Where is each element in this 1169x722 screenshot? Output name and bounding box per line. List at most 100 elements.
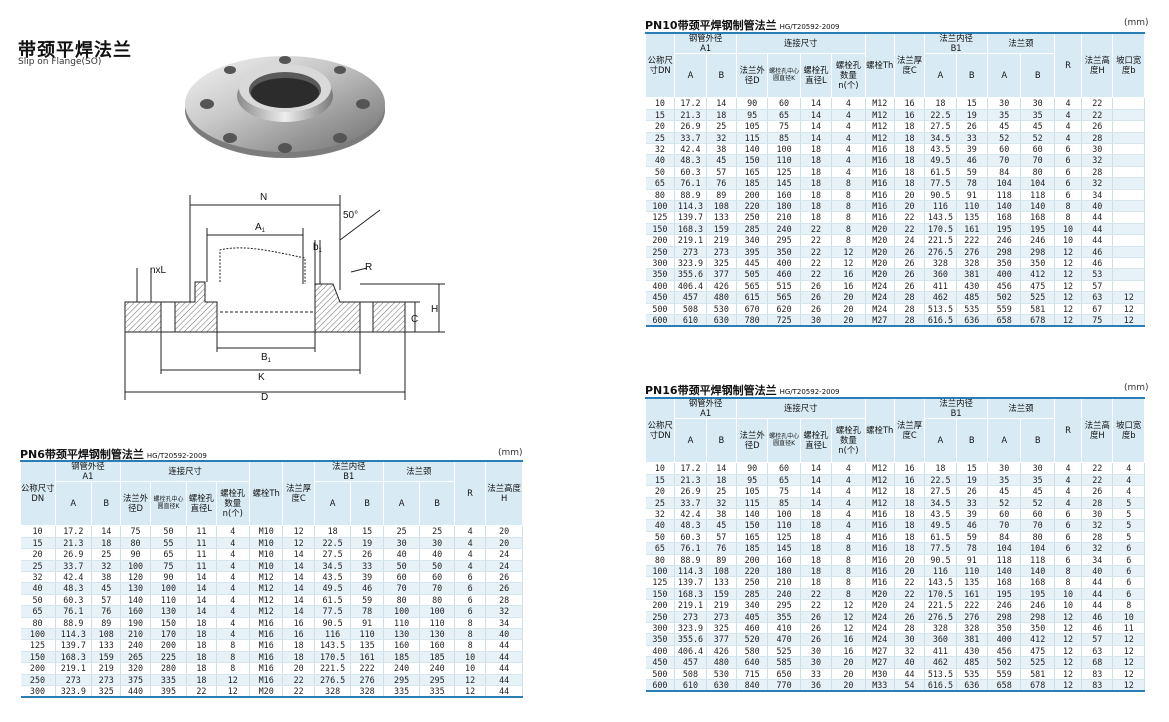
table-cell: 4 bbox=[1054, 497, 1083, 509]
table-cell: 89 bbox=[91, 617, 122, 629]
table-cell: 8 bbox=[216, 639, 250, 652]
table-cell: 581 bbox=[1020, 303, 1055, 316]
table-cell: 513.5 bbox=[924, 668, 957, 681]
table-cell: 26 bbox=[800, 611, 833, 624]
table-cell: 4 bbox=[454, 548, 487, 561]
table-cell: 225 bbox=[150, 651, 188, 664]
table-cell: 328 bbox=[350, 685, 384, 699]
col-bolt-num: 螺栓孔数量n(个) bbox=[831, 53, 866, 99]
table-cell: 32 bbox=[706, 497, 737, 509]
table-cell: 25 bbox=[645, 497, 676, 509]
table-cell: 6 bbox=[454, 571, 487, 584]
table-cell: 4 bbox=[216, 617, 250, 629]
table-cell: 335 bbox=[419, 685, 455, 699]
table-cell: 610 bbox=[674, 314, 707, 328]
col-connect: 连接尺寸 bbox=[735, 32, 866, 55]
col-thread: 螺栓Th bbox=[248, 460, 284, 527]
table-cell: 115 bbox=[736, 132, 769, 144]
table-cell: 65 bbox=[767, 109, 801, 122]
table-cell: 21.3 bbox=[55, 537, 93, 550]
table-cell: 30 bbox=[383, 537, 421, 550]
table-cell: M24 bbox=[865, 611, 895, 624]
table-cell: 12 bbox=[1054, 291, 1083, 304]
table-cell: 520 bbox=[736, 633, 769, 646]
table-cell: 170.5 bbox=[924, 223, 957, 236]
table-cell: 200 bbox=[150, 639, 188, 652]
table-cell: 100 bbox=[767, 143, 801, 156]
drawing-label-A1: A1 bbox=[255, 222, 266, 234]
table-cell: 12 bbox=[1054, 611, 1083, 624]
table-cell: 221.5 bbox=[924, 599, 957, 612]
table-cell bbox=[1112, 132, 1145, 144]
table-cell: 22 bbox=[894, 211, 926, 224]
table-cell: 40 bbox=[894, 656, 926, 669]
table-cell: 22 bbox=[1081, 97, 1114, 110]
table-cell: 600 bbox=[645, 679, 676, 693]
table-cell: 10 bbox=[20, 525, 56, 538]
table-cell: M16 bbox=[249, 639, 284, 652]
table-cell: 4 bbox=[831, 508, 866, 521]
table-cell: 44 bbox=[894, 668, 926, 681]
table-cell: 160 bbox=[120, 605, 151, 618]
table-cell: 44 bbox=[485, 639, 523, 652]
table-cell: 195 bbox=[1020, 588, 1055, 601]
table-cell: 34 bbox=[485, 617, 523, 629]
table-cell: 4 bbox=[216, 571, 250, 584]
col-r: R bbox=[453, 460, 487, 527]
table-cell: 18 bbox=[894, 132, 926, 144]
table-cell: 395 bbox=[736, 246, 769, 259]
table-cell: 12 bbox=[1054, 645, 1083, 658]
table-cell: 26 bbox=[894, 280, 926, 293]
table-cell: 456 bbox=[987, 645, 1022, 658]
table-cell: 18 bbox=[800, 531, 833, 544]
table-cell: M16 bbox=[865, 554, 895, 566]
table-cell: 14 bbox=[800, 485, 833, 498]
table-cell: 26.9 bbox=[674, 485, 707, 498]
table-cell: 32 bbox=[91, 560, 122, 572]
table-cell: 440 bbox=[120, 685, 151, 699]
table-cell: 475 bbox=[1020, 280, 1055, 293]
table-cell: 20 bbox=[894, 189, 926, 201]
table-cell: 25 bbox=[383, 525, 421, 538]
col-r: R bbox=[1053, 32, 1083, 99]
table-cell: 39 bbox=[956, 143, 988, 156]
col-b1-b: B bbox=[955, 418, 988, 464]
table-cell: 22 bbox=[186, 685, 217, 699]
table-cell: 114.3 bbox=[674, 565, 707, 578]
table-cell: 110 bbox=[956, 200, 988, 213]
table-cell: 5 bbox=[1112, 531, 1145, 544]
table-cell: M27 bbox=[865, 656, 895, 669]
table-cell: 22 bbox=[894, 576, 926, 589]
table-cell: M16 bbox=[865, 542, 895, 555]
table-cell: 11 bbox=[186, 560, 217, 572]
table-cell: 18 bbox=[800, 542, 833, 555]
table-cell: 24 bbox=[894, 234, 926, 247]
table-cell: 125 bbox=[767, 531, 801, 544]
table-cell: 276 bbox=[956, 611, 988, 624]
table-cell: 4 bbox=[1054, 109, 1083, 122]
table-cell: 100 bbox=[20, 628, 56, 641]
col-b1-b: B bbox=[350, 481, 384, 527]
table-cell: 80 bbox=[645, 189, 676, 201]
table-cell: 12 bbox=[1054, 268, 1083, 281]
table-cell: 70 bbox=[987, 154, 1022, 167]
table-cell: 8 bbox=[1054, 200, 1083, 213]
table-cell: 18 bbox=[800, 143, 833, 156]
table-cell: 27.5 bbox=[924, 485, 957, 498]
table-cell: 780 bbox=[736, 314, 769, 328]
table-cell: 300 bbox=[645, 257, 676, 270]
table-cell: 20 bbox=[831, 668, 866, 681]
table-cell: 323.9 bbox=[674, 622, 707, 635]
table-cell: 46 bbox=[1081, 257, 1114, 270]
col-thickness: 法兰厚度C bbox=[893, 32, 926, 99]
